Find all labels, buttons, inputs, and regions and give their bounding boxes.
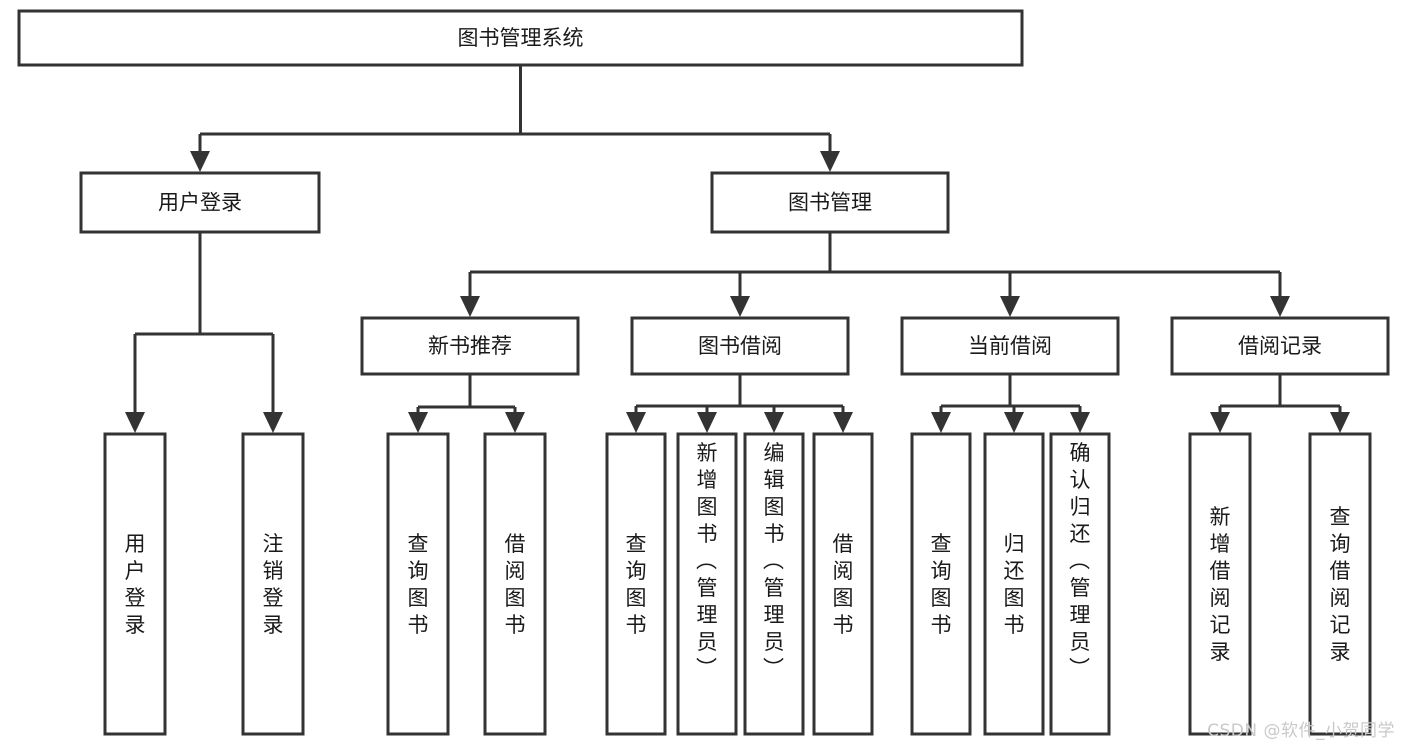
node-label-leaf-edit-book: 编辑图书（管理员） (763, 441, 785, 681)
node-box-leaf-logout[interactable] (241, 432, 305, 736)
connector-group-book-borrow (626, 374, 853, 433)
node-user-login[interactable]: 用户登录 (79, 171, 321, 234)
node-label-book-manage: 图书管理 (788, 191, 872, 215)
node-box-user-login[interactable] (79, 171, 321, 234)
arrow-head-icon (833, 412, 853, 433)
node-label-leaf-borrow-book-2: 借阅图书 (833, 532, 854, 637)
node-label-leaf-confirm-return: 确认归还（管理员） (1069, 441, 1091, 681)
arrow-head-icon (820, 151, 840, 172)
node-box-new-book-recommend[interactable] (360, 316, 580, 376)
connector-group-borrow-record (1210, 374, 1350, 433)
node-label-leaf-return-book: 归还图书 (1004, 532, 1025, 637)
node-current-borrow[interactable]: 当前借阅 (900, 316, 1120, 376)
node-box-root[interactable] (17, 9, 1024, 67)
node-box-leaf-user-login[interactable] (103, 432, 167, 736)
node-leaf-query-book-3[interactable]: 查询图书 (910, 432, 972, 736)
node-leaf-add-book[interactable]: 新增图书（管理员） (676, 432, 738, 736)
node-leaf-query-book-1[interactable]: 查询图书 (386, 432, 450, 736)
connector-group-book-manage (460, 232, 1290, 317)
node-box-book-manage[interactable] (710, 171, 950, 234)
arrow-head-icon (1004, 412, 1024, 433)
node-book-borrow[interactable]: 图书借阅 (630, 316, 850, 376)
node-box-leaf-return-book[interactable] (983, 432, 1045, 736)
node-box-leaf-query-book-2[interactable] (605, 432, 667, 736)
connector-group-root (190, 65, 840, 172)
node-leaf-logout[interactable]: 注销登录 (241, 432, 305, 736)
arrow-head-icon (460, 296, 480, 317)
node-box-leaf-add-book[interactable] (676, 432, 738, 736)
node-label-leaf-query-book-2: 查询图书 (626, 532, 647, 637)
node-label-leaf-query-book-1: 查询图书 (408, 532, 429, 637)
arrow-head-icon (764, 412, 784, 433)
node-leaf-edit-book[interactable]: 编辑图书（管理员） (743, 432, 805, 736)
arrow-head-icon (626, 412, 646, 433)
node-label-leaf-user-login: 用户登录 (125, 532, 146, 637)
node-new-book-recommend[interactable]: 新书推荐 (360, 316, 580, 376)
node-label-root: 图书管理系统 (458, 26, 584, 50)
node-label-new-book-recommend: 新书推荐 (428, 334, 512, 358)
node-box-leaf-query-book-3[interactable] (910, 432, 972, 736)
node-box-book-borrow[interactable] (630, 316, 850, 376)
connector-layer (125, 65, 1350, 433)
connector-group-current-borrow (931, 374, 1090, 433)
connector-group-user-login (125, 232, 283, 433)
node-label-leaf-borrow-book-1: 借阅图书 (505, 532, 526, 637)
node-box-leaf-query-record[interactable] (1308, 432, 1372, 736)
node-leaf-borrow-book-1[interactable]: 借阅图书 (483, 432, 547, 736)
node-box-borrow-record[interactable] (1170, 316, 1390, 376)
node-leaf-add-record[interactable]: 新增借阅记录 (1188, 432, 1252, 736)
node-book-manage[interactable]: 图书管理 (710, 171, 950, 234)
node-leaf-confirm-return[interactable]: 确认归还（管理员） (1049, 432, 1111, 736)
arrow-head-icon (505, 412, 525, 433)
arrow-head-icon (1000, 296, 1020, 317)
arrow-head-icon (730, 296, 750, 317)
node-box-leaf-edit-book[interactable] (743, 432, 805, 736)
arrow-head-icon (1330, 412, 1350, 433)
arrow-head-icon (263, 412, 283, 433)
arrow-head-icon (125, 412, 145, 433)
arrow-head-icon (1210, 412, 1230, 433)
node-box-leaf-query-book-1[interactable] (386, 432, 450, 736)
node-box-leaf-confirm-return[interactable] (1049, 432, 1111, 736)
node-label-leaf-logout: 注销登录 (263, 532, 284, 637)
node-leaf-return-book[interactable]: 归还图书 (983, 432, 1045, 736)
node-label-leaf-add-book: 新增图书（管理员） (696, 441, 718, 681)
node-label-current-borrow: 当前借阅 (968, 334, 1052, 358)
node-label-user-login: 用户登录 (158, 191, 242, 215)
node-root[interactable]: 图书管理系统 (17, 9, 1024, 67)
node-leaf-borrow-book-2[interactable]: 借阅图书 (812, 432, 874, 736)
node-leaf-query-record[interactable]: 查询借阅记录 (1308, 432, 1372, 736)
node-leaf-user-login[interactable]: 用户登录 (103, 432, 167, 736)
node-label-leaf-query-record: 查询借阅记录 (1330, 505, 1351, 664)
node-layer: 图书管理系统用户登录图书管理新书推荐图书借阅当前借阅借阅记录用户登录注销登录查询… (17, 9, 1390, 736)
arrow-head-icon (190, 151, 210, 172)
node-box-leaf-borrow-book-2[interactable] (812, 432, 874, 736)
node-label-borrow-record: 借阅记录 (1238, 334, 1322, 358)
node-label-leaf-query-book-3: 查询图书 (931, 532, 952, 637)
node-box-current-borrow[interactable] (900, 316, 1120, 376)
arrow-head-icon (1070, 412, 1090, 433)
connector-group-new-book-recommend (408, 374, 525, 433)
node-box-leaf-borrow-book-1[interactable] (483, 432, 547, 736)
node-leaf-query-book-2[interactable]: 查询图书 (605, 432, 667, 736)
node-borrow-record[interactable]: 借阅记录 (1170, 316, 1390, 376)
arrow-head-icon (697, 412, 717, 433)
arrow-head-icon (408, 412, 428, 433)
node-box-leaf-add-record[interactable] (1188, 432, 1252, 736)
node-label-book-borrow: 图书借阅 (698, 334, 782, 358)
arrow-head-icon (931, 412, 951, 433)
node-label-leaf-add-record: 新增借阅记录 (1210, 505, 1231, 664)
arrow-head-icon (1270, 296, 1290, 317)
